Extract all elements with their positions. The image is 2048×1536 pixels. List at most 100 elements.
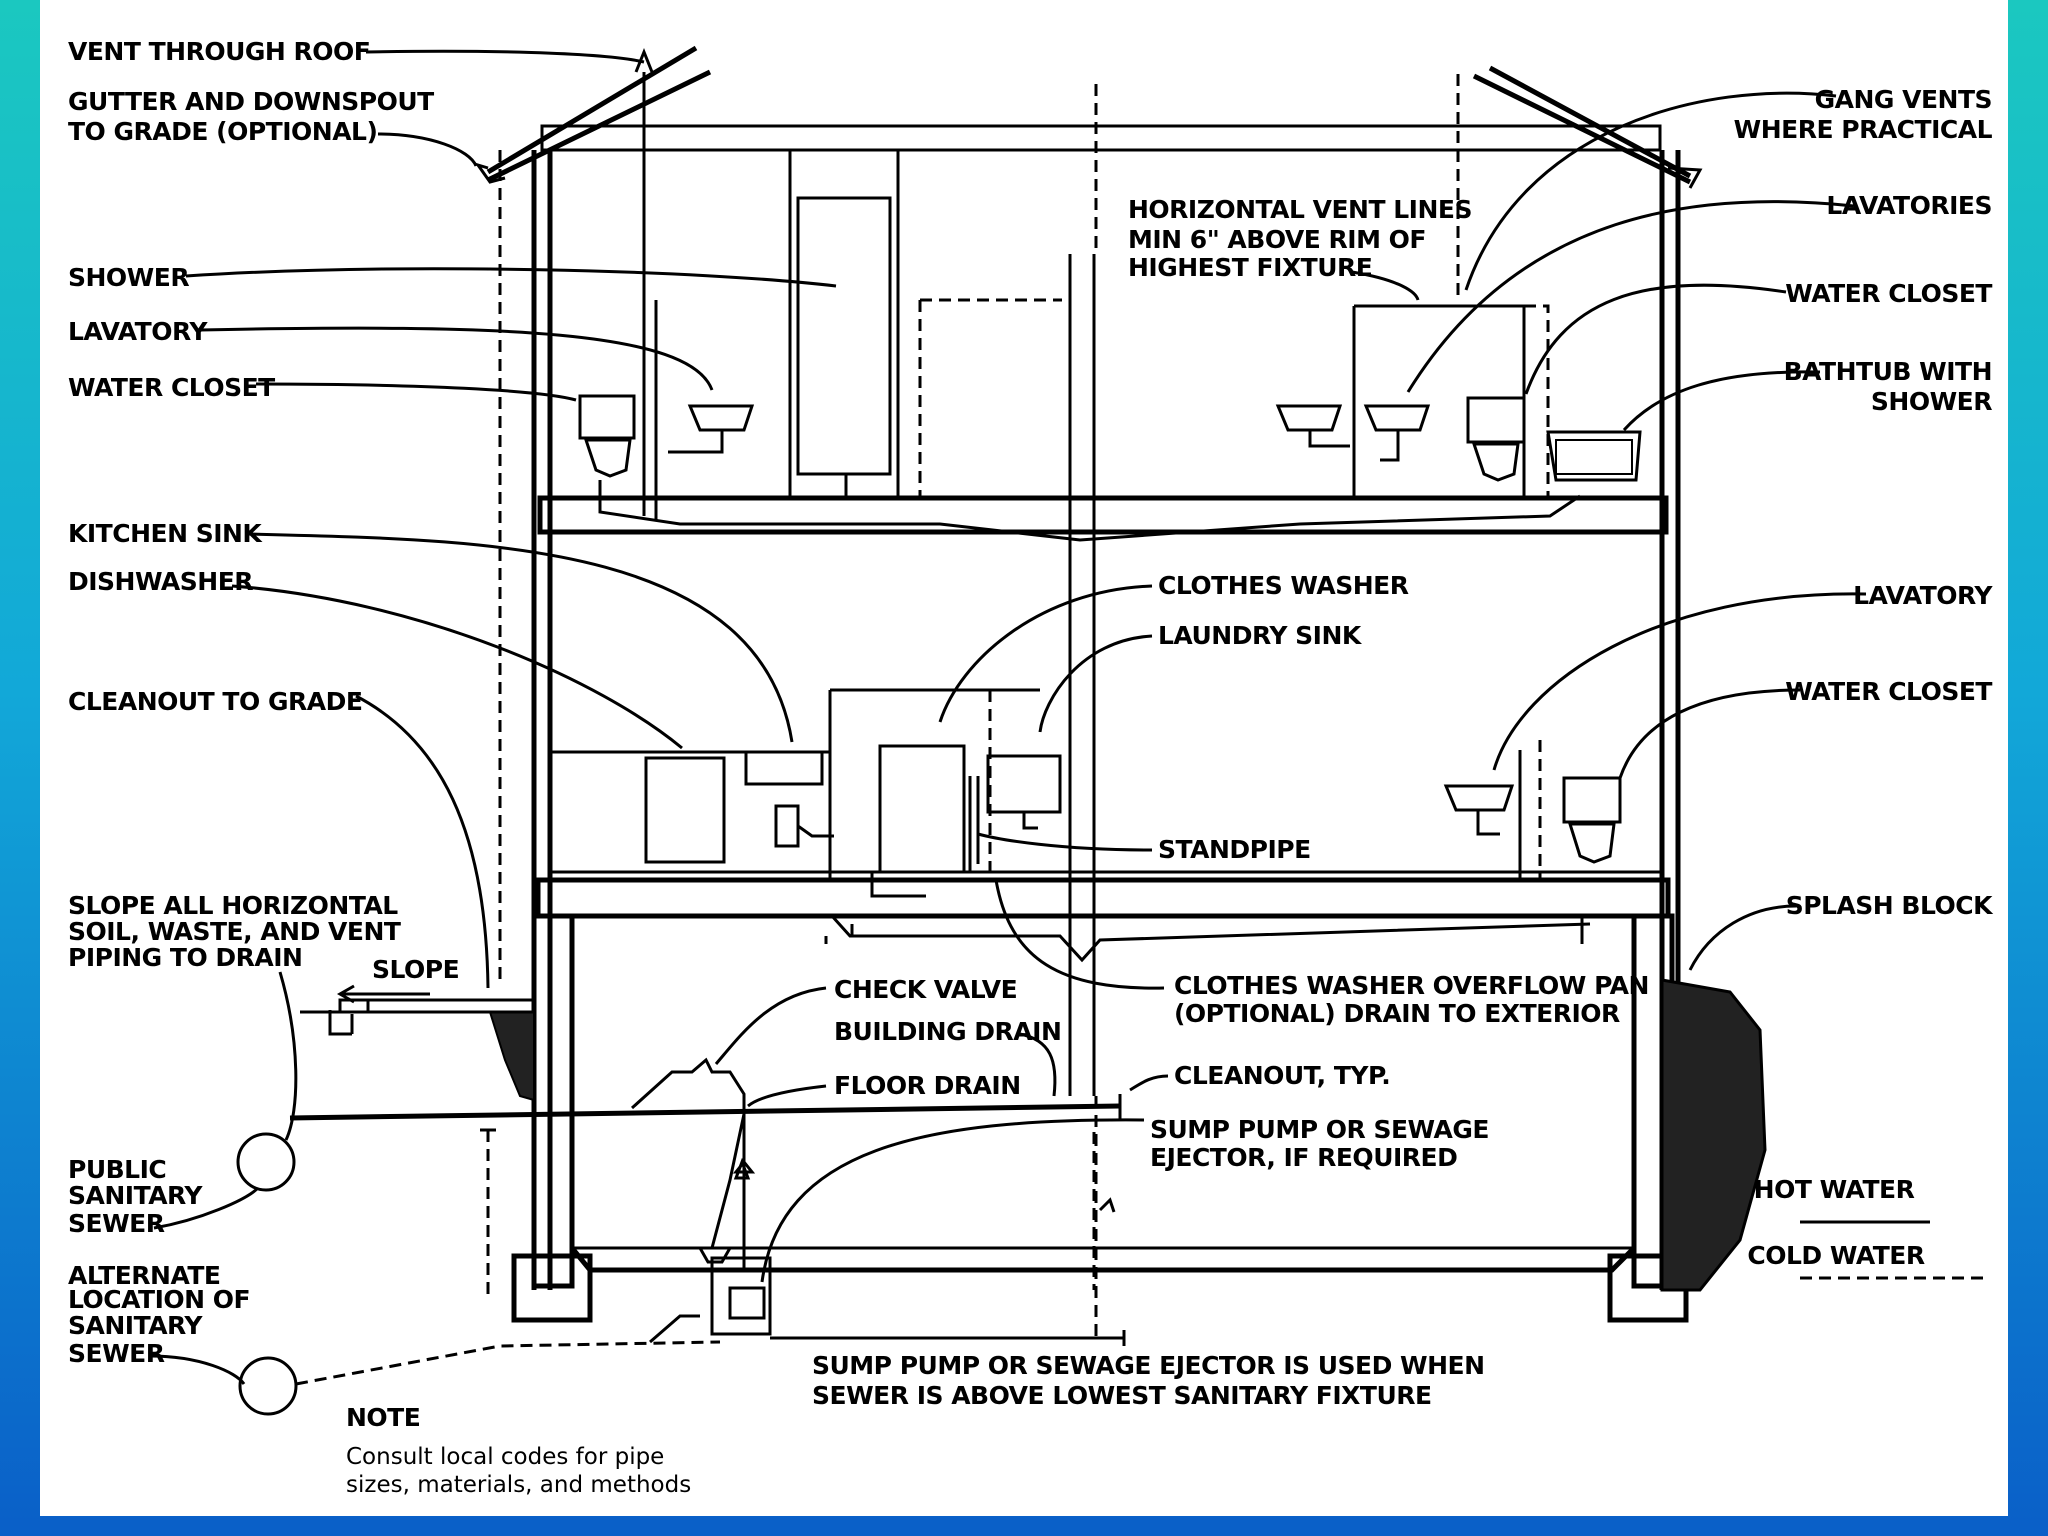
- leader-sump: [760, 1118, 1145, 1283]
- footing-left: [511, 1253, 593, 1323]
- label-public-3: SEWER: [68, 1209, 165, 1238]
- label-horiz-3: HIGHEST FIXTURE: [1128, 253, 1372, 282]
- legend-hot-label: HOT WATER: [1754, 1175, 1915, 1204]
- building-structure: [474, 45, 1703, 1323]
- bathtub-fixture: [1546, 430, 1642, 482]
- label-sump-2: EJECTOR, IF REQUIRED: [1150, 1143, 1457, 1172]
- leader-bathtub: [1622, 370, 1821, 432]
- wc-main-right-tank: [1562, 776, 1622, 824]
- label-wc-ul: WATER CLOSET: [68, 373, 275, 402]
- overflow-pan: [870, 872, 926, 898]
- wc-upper-right-tank: [1466, 396, 1526, 444]
- leader-alt-sewer: [149, 1354, 246, 1385]
- leader-cleanout-typ: [1129, 1074, 1169, 1092]
- labels: VENT THROUGH ROOF GUTTER AND DOWNSPOUT T…: [68, 37, 1995, 1410]
- label-wc-ur: WATER CLOSET: [1785, 279, 1992, 308]
- label-vent-roof: VENT THROUGH ROOF: [68, 37, 370, 66]
- alternate-sewer-pipe: [238, 1356, 298, 1416]
- garbage-disposal: [774, 804, 800, 848]
- label-kitchen-sink: KITCHEN SINK: [68, 519, 263, 548]
- label-gutter-2: TO GRADE (OPTIONAL): [68, 117, 377, 146]
- floor-drain-line: [710, 1113, 746, 1249]
- label-public-1: PUBLIC: [68, 1155, 166, 1184]
- label-splash-block: SPLASH BLOCK: [1786, 891, 1994, 920]
- slope-arrow-icon: [336, 984, 430, 1004]
- sump-pump-fixture: [728, 1286, 766, 1320]
- lav-upper-right-1: [1275, 404, 1343, 432]
- dishwasher-fixture: [644, 756, 726, 864]
- slope-pipe-end: [328, 1010, 352, 1036]
- earth-right: [1660, 978, 1767, 1292]
- foundation-left: [531, 913, 575, 1289]
- leader-gutter: [377, 132, 478, 167]
- leader-public-sewer: [153, 1186, 260, 1230]
- label-check-valve: CHECK VALVE: [834, 975, 1017, 1004]
- note: NOTE Consult local codes for pipe sizes,…: [346, 1403, 691, 1498]
- label-gutter-1: GUTTER AND DOWNSPOUT: [68, 87, 434, 116]
- label-wc-right: WATER CLOSET: [1785, 677, 1992, 706]
- floor-drain-fixture: [698, 1247, 732, 1264]
- label-public-2: SANITARY: [68, 1181, 203, 1210]
- wc-main-right-bowl: [1567, 822, 1616, 864]
- roof-right-top: [1488, 65, 1692, 179]
- leader-wc-ur: [1524, 283, 1787, 395]
- label-standpipe: STANDPIPE: [1158, 835, 1311, 864]
- bathtub-inner: [1555, 439, 1633, 475]
- label-laundry-sink: LAUNDRY SINK: [1158, 621, 1363, 650]
- roof-left-top: [486, 45, 698, 175]
- building-drain-pipe: [289, 1103, 1121, 1121]
- leader-wc-right: [1618, 688, 1801, 779]
- label-bathtub-2: SHOWER: [1871, 387, 1992, 416]
- sump-pit: [710, 1256, 772, 1336]
- leader-cleanout-grade: [355, 694, 490, 989]
- alt-branch: [649, 1314, 700, 1344]
- label-horiz-1: HORIZONTAL VENT LINES: [1128, 195, 1472, 224]
- label-slope-2: SOIL, WASTE, AND VENT: [68, 917, 401, 946]
- leader-clothes-washer: [938, 584, 1153, 723]
- wc-upper-left-tank: [578, 394, 636, 440]
- upper-floor: [537, 495, 1669, 535]
- ceiling-joist: [540, 124, 1662, 152]
- leader-lines: [149, 49, 1867, 1385]
- diagram-sheet: VENT THROUGH ROOF GUTTER AND DOWNSPOUT T…: [40, 0, 2008, 1516]
- label-lavatories: LAVATORIES: [1826, 191, 1992, 220]
- lav-main-trap: [1476, 810, 1500, 836]
- fixtures: [236, 196, 1642, 1416]
- label-floor-drain: FLOOR DRAIN: [834, 1071, 1021, 1100]
- wc-upper-left-bowl: [583, 438, 632, 478]
- roof-right-bottom: [1472, 73, 1692, 185]
- label-clothes-washer: CLOTHES WASHER: [1158, 571, 1409, 600]
- leader-kitchen-sink: [247, 532, 794, 743]
- kitchen-sink-fixture: [744, 750, 824, 786]
- shower-fixture: [796, 196, 892, 476]
- label-alt-2: LOCATION OF: [68, 1285, 250, 1314]
- note-line-1: Consult local codes for pipe: [346, 1444, 664, 1470]
- label-overflow-2: (OPTIONAL) DRAIN TO EXTERIOR: [1174, 999, 1620, 1028]
- lav-right-trap-2: [1380, 430, 1400, 462]
- plumbing-section-drawing: VENT THROUGH ROOF GUTTER AND DOWNSPOUT T…: [68, 37, 1995, 1498]
- leader-lav-ul: [199, 326, 714, 391]
- wc-upper-right-bowl: [1471, 442, 1520, 482]
- legend-cold-label: COLD WATER: [1747, 1241, 1924, 1270]
- gutter-left: [474, 162, 506, 184]
- label-alt-1: ALTERNATE: [68, 1261, 220, 1290]
- label-bathtub-1: BATHTUB WITH: [1784, 357, 1992, 386]
- note-line-2: sizes, materials, and methods: [346, 1472, 691, 1498]
- label-cleanout-grade: CLEANOUT TO GRADE: [68, 687, 362, 716]
- leader-lav-right: [1492, 592, 1867, 771]
- label-gang-2: WHERE PRACTICAL: [1734, 115, 1993, 144]
- lav-upper-right-2: [1363, 404, 1431, 432]
- public-sewer-pipe: [236, 1132, 296, 1192]
- label-lavatory-ul: LAVATORY: [68, 317, 208, 346]
- lav-upper-left-trap: [668, 430, 724, 454]
- label-gang-1: GANG VENTS: [1815, 85, 1992, 114]
- leader-laundry-sink: [1038, 634, 1153, 733]
- laundry-trap: [1022, 812, 1038, 830]
- leader-gang-vents: [1464, 91, 1837, 291]
- laundry-sink-fixture: [986, 754, 1062, 814]
- label-lavatory-right: LAVATORY: [1853, 581, 1993, 610]
- alternate-drain: [295, 1340, 721, 1386]
- lav-main-right: [1443, 784, 1515, 812]
- legend: HOT WATER COLD WATER: [1747, 1175, 1990, 1280]
- stack-tick: [1098, 1197, 1116, 1213]
